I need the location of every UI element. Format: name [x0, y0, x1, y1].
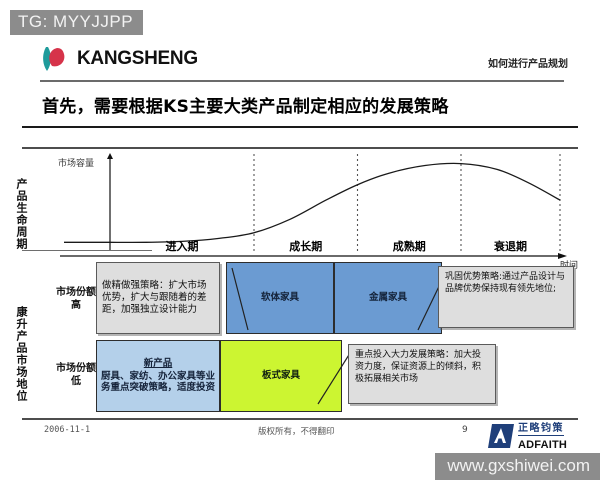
footer-date: 2006-11-1: [44, 425, 91, 435]
new-product-heading: 新产品: [143, 357, 173, 369]
callout-invest-heavily[interactable]: 重点投入大力发展策略：加大投资力度，保证资源上的倾斜，积极拓展相关市场: [348, 344, 496, 404]
y-axis-label: 市场容量: [58, 159, 95, 169]
adfaith-logo-text: 正略钧策 ADFAITH: [518, 419, 600, 453]
stage-label-1: 进入期: [165, 240, 199, 253]
stage-label-4: 衰退期: [494, 240, 527, 253]
slide-footer: 2006-11-1 版权所有，不得翻印 9: [0, 420, 600, 450]
kangsheng-logo-icon: [40, 46, 74, 72]
adfaith-logo: 正略钧策 ADFAITH: [488, 419, 600, 453]
top-watermark: TG: MYYJJPP: [10, 10, 144, 35]
page-title: 首先，需要根据KS主要大类产品制定相应的发展策略: [42, 97, 449, 117]
matrix-cell-soft-furniture[interactable]: 软体家具: [226, 262, 334, 334]
stage-label-3: 成熟期: [392, 240, 426, 253]
footer-copyright: 版权所有，不得翻印: [258, 427, 335, 437]
header-divider: [40, 80, 564, 82]
kangsheng-logo-text: KANGSHENG: [77, 48, 198, 69]
matrix-cell-new-products[interactable]: 新产品 厨具、家纺、办公家具等业务重点突破策略，适度投资: [96, 340, 220, 412]
matrix-row-high-share: 做精做强策略：扩大市场优势，扩大与跟随着的差距，加强独立设计能力 软体家具 金属…: [96, 262, 476, 334]
matrix-cell-metal-furniture[interactable]: 金属家具: [334, 262, 442, 334]
matrix-cell-strategy-refine[interactable]: 做精做强策略：扩大市场优势，扩大与跟随着的差距，加强独立设计能力: [96, 262, 220, 334]
adfaith-mark-icon: [488, 423, 514, 448]
content-bottom-rule: [22, 418, 578, 420]
url-watermark: www.gxshiwei.com: [435, 453, 600, 480]
lifecycle-chart: [60, 150, 572, 260]
new-product-body: 厨具、家纺、办公家具等业务重点突破策略，适度投资: [100, 370, 215, 394]
row-label-high-share: 市场份额高: [56, 287, 96, 311]
slide-header: KANGSHENG 如何进行产品规划: [0, 44, 600, 84]
lifecycle-curve-svg: [60, 153, 567, 259]
matrix-cell-panel-furniture[interactable]: 板式家具: [220, 340, 342, 412]
stage-label-row: 进入期 成长期 成熟期 衰退期: [110, 238, 560, 254]
adfaith-brand-cn: 正略钧策: [518, 423, 564, 436]
footer-page-number: 9: [462, 425, 468, 435]
content-top-rule: [22, 147, 578, 149]
row-label-low-share: 市场份额低: [56, 363, 96, 387]
section-mid-rule: [22, 250, 152, 251]
stage-label-2: 成长期: [289, 240, 323, 253]
header-subject: 如何进行产品规划: [488, 59, 568, 70]
title-divider: [22, 126, 578, 128]
adfaith-brand-en: ADFAITH: [518, 438, 568, 451]
kangsheng-logo: KANGSHENG: [40, 46, 198, 72]
callout-consolidate-advantage[interactable]: 巩固优势策略:通过产品设计与品牌优势保持现有领先地位;: [438, 266, 574, 328]
axis-label-market-position: 康升产品市场地位: [15, 306, 28, 402]
axis-label-lifecycle: 产品生命周期: [15, 178, 28, 250]
